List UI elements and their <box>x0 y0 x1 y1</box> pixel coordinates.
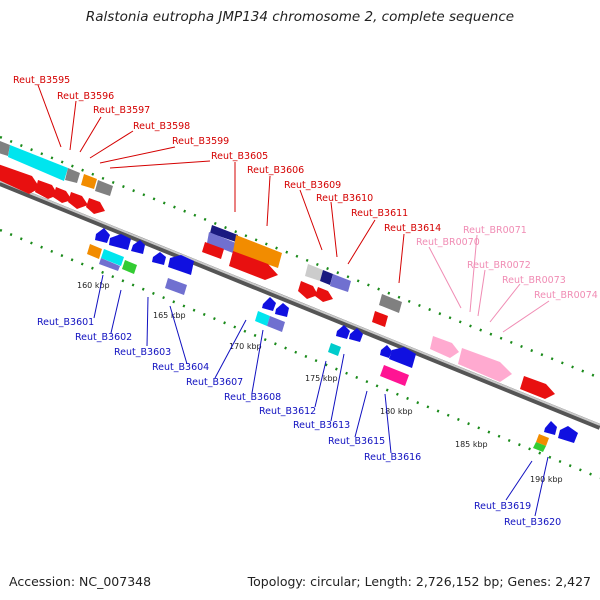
gene-label[interactable]: Reut_B3596 <box>57 91 114 102</box>
gene-label[interactable]: Reut_B3620 <box>504 517 561 528</box>
gene-label[interactable]: Reut_B3609 <box>284 180 341 191</box>
gene-lightgrey[interactable] <box>305 264 323 281</box>
gene-arrow-blue[interactable] <box>380 345 392 358</box>
topology-text: Topology: circular; Length: 2,726,152 bp… <box>247 574 591 589</box>
gene-grey[interactable] <box>65 168 80 183</box>
gene-label[interactable]: Reut_B3601 <box>37 317 94 328</box>
gene-arrow-blue[interactable] <box>95 228 110 243</box>
map-title: Ralstonia eutropha JMP134 chromosome 2, … <box>85 9 515 25</box>
gene-arrow-blue[interactable] <box>389 347 416 368</box>
tick-label: 185 kbp <box>455 440 488 449</box>
gene-grey[interactable] <box>379 294 402 313</box>
gene-arrow-blue[interactable] <box>262 297 276 311</box>
gene-label[interactable]: Reut_B3604 <box>152 362 209 373</box>
gene-arrow-blue[interactable] <box>558 426 578 443</box>
upper-gene-track <box>0 139 402 313</box>
gene-arrow-red[interactable] <box>86 198 105 214</box>
chromosome-backbone-highlight <box>0 180 600 426</box>
gene-label[interactable]: Reut_B3614 <box>384 223 441 234</box>
gene-label[interactable]: Reut_B3598 <box>133 121 190 132</box>
gene-green[interactable] <box>122 260 137 274</box>
gene-label[interactable]: Reut_B3610 <box>316 193 373 204</box>
gene-label[interactable]: Reut_B3612 <box>259 406 316 417</box>
gene-orange[interactable] <box>233 235 282 268</box>
gene-arrow-blue[interactable] <box>109 234 131 250</box>
gene-arrow-blue[interactable] <box>131 240 145 254</box>
gene-purple[interactable] <box>330 274 351 292</box>
gene-label[interactable]: Reut_B3599 <box>172 136 229 147</box>
gene-grey[interactable] <box>0 139 10 156</box>
gene-cyan[interactable] <box>255 311 270 326</box>
gene-arrow-red[interactable] <box>53 187 72 203</box>
gene-label[interactable]: Reut_B3615 <box>328 436 385 447</box>
gene-label[interactable]: Reut_B3597 <box>93 105 150 116</box>
bottom-leader-lines <box>93 274 549 517</box>
gene-arrow-blue[interactable] <box>152 252 166 265</box>
gene-arrow-blue[interactable] <box>544 421 557 435</box>
gene-label[interactable]: Reut_B3608 <box>224 392 281 403</box>
gene-cyan[interactable] <box>8 145 68 181</box>
gene-navy[interactable] <box>210 225 238 242</box>
gene-arrow-red[interactable] <box>202 242 224 259</box>
gene-arrow-red[interactable] <box>0 163 40 194</box>
top-gene-labels: Reut_B3595 Reut_B3596 Reut_B3597 Reut_B3… <box>13 75 441 234</box>
gene-purple[interactable] <box>267 316 285 332</box>
chromosome-backbone <box>0 180 600 430</box>
gene-cyan[interactable] <box>328 343 341 356</box>
gene-magenta[interactable] <box>380 365 409 386</box>
gene-purple[interactable] <box>99 258 120 271</box>
gene-arrow-red[interactable] <box>520 376 555 399</box>
gene-arrow-red[interactable] <box>229 251 278 280</box>
gene-label[interactable]: Reut_B3602 <box>75 332 132 343</box>
gene-arrow-red[interactable] <box>372 311 388 327</box>
gene-label[interactable]: Reut_B3619 <box>474 501 531 512</box>
gene-arrow-pink[interactable] <box>430 336 459 358</box>
gene-arrow-blue[interactable] <box>168 255 194 275</box>
gene-navy[interactable] <box>320 270 333 285</box>
gene-label[interactable]: Reut_BR0073 <box>502 275 566 286</box>
tick-label: 170 kbp <box>229 342 262 351</box>
tick-label: 165 kbp <box>153 311 186 320</box>
tick-label: 180 kbp <box>380 407 413 416</box>
gene-label[interactable]: Reut_B3611 <box>351 208 408 219</box>
top-pink-gene-labels: Reut_BR0070 Reut_BR0071 Reut_BR0072 Reut… <box>416 225 598 301</box>
gene-arrow-red[interactable] <box>298 281 318 299</box>
lower-gene-track <box>87 228 578 452</box>
gene-cyan[interactable] <box>101 249 124 266</box>
gene-purple[interactable] <box>165 278 187 295</box>
gene-orange[interactable] <box>81 174 97 189</box>
gene-label[interactable]: Reut_B3606 <box>247 165 304 176</box>
gene-arrow-red[interactable] <box>68 192 88 209</box>
gene-orange[interactable] <box>536 434 549 446</box>
gene-label[interactable]: Reut_BR0071 <box>463 225 527 236</box>
tick-label: 190 kbp <box>530 475 563 484</box>
accession-text: Accession: NC_007348 <box>9 574 152 589</box>
gene-arrow-blue[interactable] <box>349 328 363 342</box>
gene-green[interactable] <box>533 442 546 452</box>
gene-label[interactable]: Reut_BR0070 <box>416 237 480 248</box>
gene-purple[interactable] <box>207 232 236 253</box>
gene-label[interactable]: Reut_B3595 <box>13 75 70 86</box>
gene-arrow-red[interactable] <box>35 180 58 199</box>
top-leader-lines <box>37 84 405 284</box>
bottom-gene-labels: Reut_B3601 Reut_B3602 Reut_B3603 Reut_B3… <box>37 317 561 528</box>
tick-label: 160 kbp <box>77 281 110 290</box>
gene-orange[interactable] <box>87 244 102 259</box>
gene-arrow-blue[interactable] <box>336 325 350 339</box>
gene-label[interactable]: Reut_BR0072 <box>467 260 531 271</box>
gene-grey[interactable] <box>95 180 113 196</box>
gene-arrow-pink[interactable] <box>458 348 512 382</box>
pink-leader-lines <box>428 234 550 333</box>
gene-label[interactable]: Reut_B3607 <box>186 377 243 388</box>
gene-label[interactable]: Reut_B3605 <box>211 151 268 162</box>
gene-arrow-red[interactable] <box>315 287 333 302</box>
gene-label[interactable]: Reut_B3603 <box>114 347 171 358</box>
gene-label[interactable]: Reut_B3613 <box>293 420 350 431</box>
gene-label[interactable]: Reut_BR0074 <box>534 290 598 301</box>
gene-arrow-blue[interactable] <box>275 303 289 317</box>
forward-arrows <box>0 163 555 399</box>
gene-label[interactable]: Reut_B3616 <box>364 452 421 463</box>
